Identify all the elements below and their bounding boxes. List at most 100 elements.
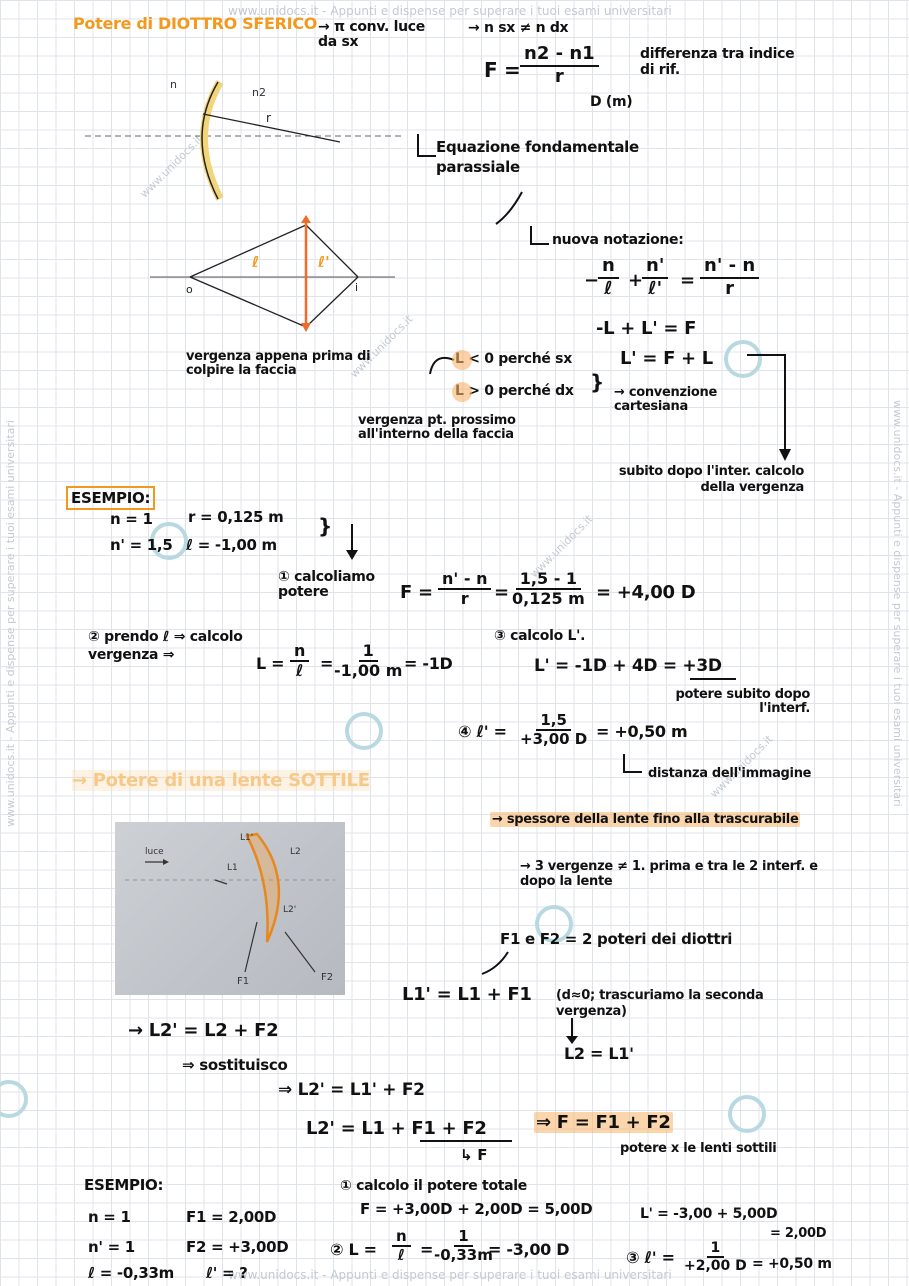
vergence-point-note: vergenza pt. prossimo all'interno della … xyxy=(358,413,516,443)
eq-a-term2: n'ℓ' xyxy=(642,255,669,299)
label-r: r xyxy=(266,111,271,125)
step2-label: ② prendo ℓ ⇒ calcolo vergenza ⇒ xyxy=(88,629,243,664)
label-n2: n2 xyxy=(252,86,266,99)
example2-step1-eq: F = +3,00D + 2,00D = 5,00D xyxy=(360,1200,593,1218)
label-i: i xyxy=(355,281,358,294)
watermark-top: www.unidocs.it - Appunti e dispense per … xyxy=(228,4,672,18)
eq7: ⇒ F = F1 + F2 xyxy=(534,1112,673,1133)
watermark-bottom: www.unidocs.it - Appunti e dispense per … xyxy=(228,1268,672,1282)
arrow-down-eq2 xyxy=(566,1018,578,1044)
eq6-under: ↳ F xyxy=(460,1146,488,1164)
l-neg-note: L < 0 perché sx xyxy=(455,351,572,367)
eq6: L2' = L1 + F1 + F2 xyxy=(306,1118,487,1139)
eq-a-equals: = xyxy=(680,270,695,291)
arrow-curve-2 xyxy=(495,191,523,225)
eq-b: -L + L' = F xyxy=(596,318,697,339)
example1-given-n: n = 1 xyxy=(110,510,153,528)
thin-lens-photo xyxy=(115,822,345,995)
eq6-underline xyxy=(420,1140,512,1142)
label-n: n xyxy=(170,78,177,91)
section2-note2: → 3 vergenze ≠ 1. prima e tra le 2 inter… xyxy=(520,859,818,889)
hook-curve-l xyxy=(429,356,455,375)
hook-step4 xyxy=(623,754,642,773)
section1-title: Potere di DIOTTRO SFERICO xyxy=(73,14,318,33)
eq1-note: (d≈0; trascuriamo la seconda vergenza) xyxy=(556,988,764,1019)
photo-label-l1: L1 xyxy=(227,863,238,873)
step3-eq: L' = -1D + 4D = +3D xyxy=(534,656,722,676)
l-pos-note: L > 0 perché dx xyxy=(455,383,574,399)
photo-label-f2: F2 xyxy=(321,972,333,983)
arrow-down-right xyxy=(747,354,791,461)
example2-step2-result: = -3,00 D xyxy=(488,1240,570,1259)
l-circle-highlight-2 xyxy=(452,382,472,402)
photo-label-l1p: L1' xyxy=(240,833,253,843)
example2-step3-a: L' = -3,00 + 5,00D xyxy=(640,1206,778,1222)
after-interface-note: subito dopo l'inter. calcolo della verge… xyxy=(618,464,804,495)
example1-given-np: n' = 1,5 xyxy=(110,536,173,554)
eq5: ⇒ L2' = L1' + F2 xyxy=(278,1080,425,1100)
arrow-curve-f xyxy=(481,951,509,975)
example1-given-l: ℓ = -1,00 m xyxy=(186,536,277,554)
step4-result: = +0,50 m xyxy=(596,722,688,741)
example2-step3-result: = +0,50 m xyxy=(752,1256,832,1272)
diopter-figure: n n2 r xyxy=(85,78,405,201)
brace-right: } xyxy=(590,370,604,394)
formula-unit: D (m) xyxy=(590,94,633,110)
example2-step2-eq2: = xyxy=(420,1240,434,1259)
example2-step3-b: = 2,00D xyxy=(770,1226,827,1241)
unidocs-logo-icon xyxy=(728,1095,766,1133)
example2-step3-frac: 1+2,00 D xyxy=(684,1240,747,1275)
eq4: ⇒ sostituisco xyxy=(182,1056,288,1074)
eq-a-minus: − xyxy=(584,270,599,291)
photo-label-luce: luce xyxy=(145,847,164,857)
note-index-difference: differenza tra indice di rif. xyxy=(640,46,795,79)
example2-step2-frac2: 1-0,33m xyxy=(434,1227,493,1265)
watermark-left: www.unidocs.it - Appunti e dispense per … xyxy=(4,420,17,827)
cartesian-convention-note: → convenzione cartesiana xyxy=(614,385,717,415)
photo-label-l2p: L2' xyxy=(283,905,296,915)
step1-result: = +4,00 D xyxy=(596,582,696,603)
new-notation-label: nuova notazione: xyxy=(552,232,684,248)
eq2: L2 = L1' xyxy=(564,1044,634,1063)
f-note: F1 e F2 = 2 poteri dei diottri xyxy=(500,930,733,948)
example2-step2-eq: ② L = xyxy=(330,1240,377,1259)
example2-step3-c: ③ ℓ' = xyxy=(626,1248,675,1267)
step1-label: ① calcoliamo potere xyxy=(278,569,375,601)
section2-title: → Potere di una lente SOTTILE xyxy=(72,770,370,791)
eq-a-plus: + xyxy=(628,270,643,291)
step3-label: ③ calcolo L'. xyxy=(494,628,586,644)
arrow-note-1: → π conv. luce da sx xyxy=(318,19,425,51)
label-o: o xyxy=(186,283,193,296)
step1-eq: = xyxy=(494,582,509,603)
eq-fundamental-title: Equazione fondamentale parassiale xyxy=(436,138,639,176)
eq7-note: potere x le lenti sottili xyxy=(620,1141,777,1156)
unidocs-logo-icon xyxy=(150,522,188,560)
formula-power-fraction: n2 - n1 r xyxy=(520,43,599,87)
arrow-hook-3 xyxy=(530,226,549,245)
step2-fraction-2: 1-1,00 m xyxy=(334,641,403,681)
vergence-before-note: vergenza appena prima di colpire la facc… xyxy=(186,349,371,379)
label-lp: ℓ' xyxy=(317,253,330,271)
example2-given-l: ℓ = -0,33m xyxy=(88,1264,174,1282)
thin-lens-drawing: luce L1' L1 L2 L2' F1 F2 xyxy=(125,832,335,987)
eq-c: L' = F + L xyxy=(620,348,713,369)
example1-brace: } xyxy=(318,514,332,538)
step4-eq: ④ ℓ' = xyxy=(458,722,507,741)
arrow-note-2: → n sx ≠ n dx xyxy=(468,20,569,36)
example2-given-f1: F1 = 2,00D xyxy=(186,1208,277,1226)
step3-note: potere subito dopo l'interf. xyxy=(675,687,810,717)
eq1: L1' = L1 + F1 xyxy=(402,984,532,1005)
arrow-hook-1 xyxy=(417,134,436,157)
step1-lhs: F = xyxy=(400,582,433,603)
example2-given-n: n = 1 xyxy=(88,1208,131,1226)
photo-label-f1: F1 xyxy=(237,976,249,987)
label-l: ℓ xyxy=(251,253,259,271)
unidocs-logo-icon xyxy=(0,1080,28,1118)
eq3: → L2' = L2 + F2 xyxy=(128,1020,279,1041)
section2-note1: → spessore della lente fino alla trascur… xyxy=(490,812,801,827)
